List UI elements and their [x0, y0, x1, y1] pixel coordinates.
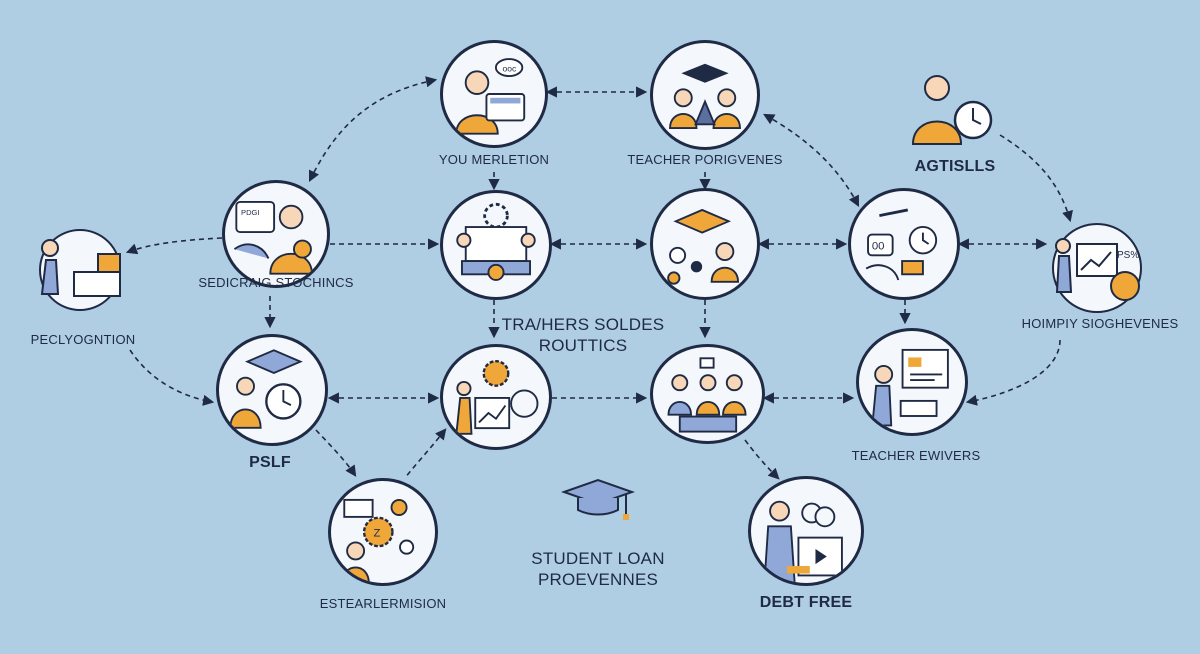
svg-text:PS%: PS%: [1117, 250, 1139, 261]
node-pslf: [216, 334, 328, 446]
person-icon: [871, 348, 949, 427]
label-student-line1: STUDENT LOAN: [531, 549, 665, 568]
label-peclyogntion: PECLYOGNTION: [30, 332, 136, 347]
node-sedicraig: PDGI: [222, 180, 330, 288]
arrow-to-debtfree: [744, 439, 780, 480]
label-teacher-porigvenes: TEACHER PORIGVENES: [627, 152, 783, 167]
person-icon: ooc: [455, 58, 526, 135]
arrow-hoimpiy-down: [965, 339, 1061, 406]
arrow-top-left-curve: [308, 76, 438, 183]
graduation-cap-icon: [669, 63, 741, 130]
node-teacher-porigvenes: [650, 40, 760, 150]
gear-icon: Z: [341, 498, 415, 583]
gear-icon: [455, 359, 539, 435]
node-right-top: 00: [848, 188, 960, 300]
node-center-row2: [440, 344, 552, 450]
node-debt-free: [748, 476, 864, 586]
graduation-cap-icon: [560, 474, 636, 524]
label-teacher-ewivers: TEACHER EWIVERS: [851, 448, 981, 463]
svg-text:Z: Z: [374, 528, 381, 540]
node-center-right-row2: [650, 344, 765, 444]
label-sedicraig: SEDICRAIG STOCHINCS: [198, 275, 354, 290]
arrow-agtislls-right: [999, 134, 1073, 223]
person-icon: [763, 500, 843, 583]
svg-text:00: 00: [872, 241, 885, 253]
label-pslf: PSLF: [249, 454, 291, 471]
label-student-line2: PROEVENNES: [537, 570, 659, 589]
label-agtislls: AGTISLLS: [914, 158, 996, 175]
arrow-pecly-pslf: [129, 349, 215, 406]
label-student-loan: STUDENT LOAN PROEVENNES: [498, 548, 698, 590]
arrow-top-right-curve: [763, 113, 860, 207]
svg-text:PDGI: PDGI: [241, 208, 259, 217]
label-estearlermision: ESTEARLERMISION: [319, 596, 447, 611]
arrow-left-to-pecly: [125, 237, 223, 255]
peclyogntion-illustration: [28, 228, 132, 312]
clock-icon: 00: [865, 208, 938, 281]
label-trahers-line2: ROUTTICS: [538, 336, 628, 355]
arrow-center-estear: [404, 428, 447, 479]
label-trahers: TRA/HERS SOLDES ROUTTICS: [488, 314, 678, 356]
agtislls-illustration: [905, 68, 995, 148]
label-trahers-line1: TRA/HERS SOLDES: [501, 315, 665, 334]
person-icon: PDGI: [233, 200, 313, 275]
clock-icon: [911, 75, 993, 145]
node-center: [440, 190, 552, 300]
graduation-cap-icon: [667, 208, 740, 285]
graduation-cap-icon: [229, 349, 303, 429]
label-debt-free: DEBT FREE: [759, 594, 853, 611]
person-icon: [667, 357, 747, 433]
svg-text:ooc: ooc: [503, 63, 517, 73]
gear-icon: PS%: [1052, 223, 1142, 313]
label-your-merletion: YOU MERLETION: [438, 152, 550, 167]
node-your-merletion: ooc: [440, 40, 548, 148]
node-teacher-ewivers: [856, 328, 968, 436]
arrow-pslf-estear: [315, 429, 357, 477]
label-hoimpiy: HOIMPIY SIOGHEVENES: [1021, 316, 1179, 331]
node-center-right: [650, 188, 760, 300]
hoimpiy-illustration: PS%: [1045, 222, 1149, 314]
node-estearlermision: Z: [328, 478, 438, 586]
gear-icon: [456, 202, 536, 281]
